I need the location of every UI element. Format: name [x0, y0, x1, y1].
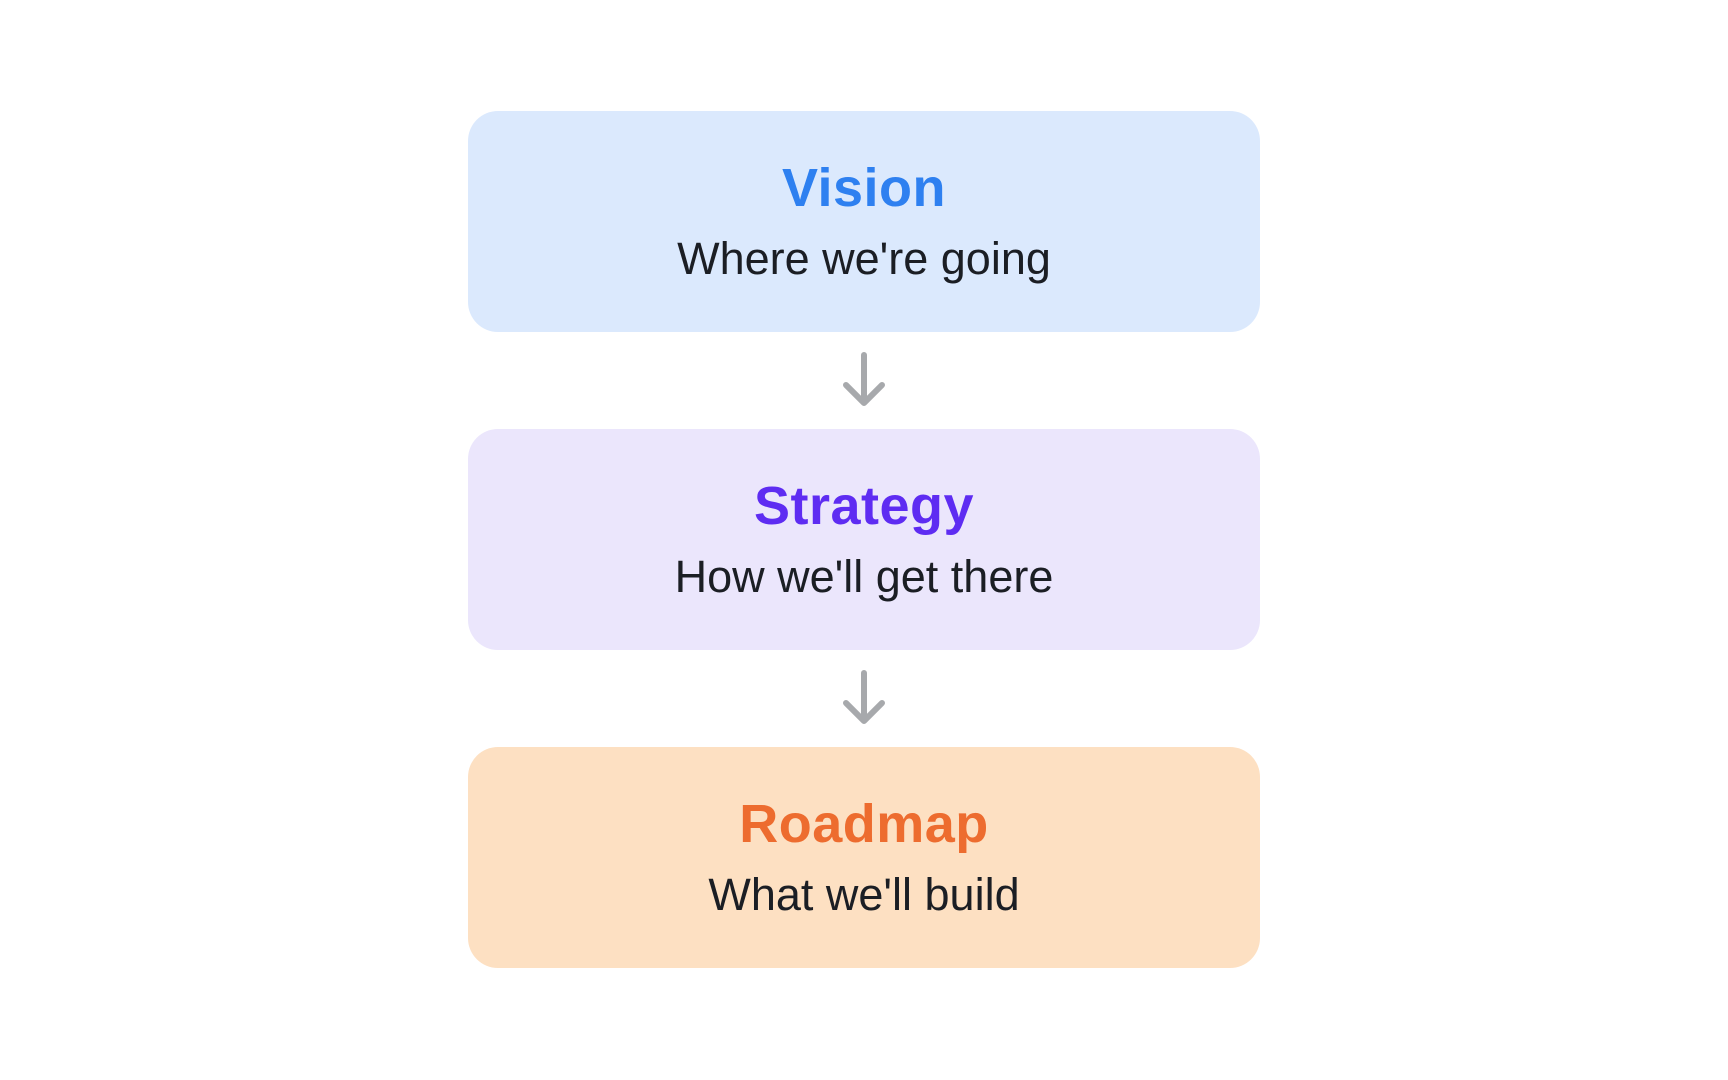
- step-title: Vision: [781, 158, 947, 218]
- arrow-gap: [840, 332, 888, 429]
- down-arrow-icon: [840, 669, 888, 728]
- step-vision: Vision Where we're going: [468, 111, 1260, 332]
- step-roadmap: Roadmap What we'll build: [468, 747, 1260, 968]
- step-subtitle: Where we're going: [677, 233, 1051, 284]
- arrow-gap: [840, 650, 888, 747]
- flow-diagram: Vision Where we're going Strategy How we…: [468, 111, 1260, 968]
- step-subtitle: What we'll build: [708, 869, 1020, 920]
- down-arrow-icon: [840, 351, 888, 410]
- step-title: Strategy: [753, 476, 975, 536]
- step-subtitle: How we'll get there: [674, 551, 1054, 602]
- step-strategy: Strategy How we'll get there: [468, 429, 1260, 650]
- step-title: Roadmap: [739, 794, 989, 854]
